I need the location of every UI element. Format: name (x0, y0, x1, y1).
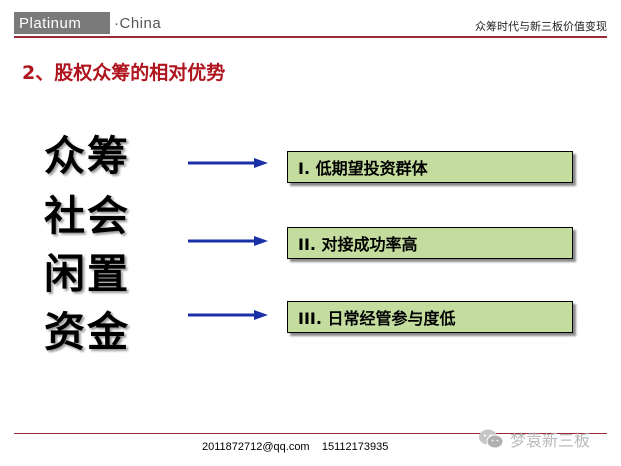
logo-right-text: ·China (114, 14, 162, 32)
header-tagline: 众筹时代与新三板价值变现 (475, 20, 607, 33)
watermark: 梦袁新三板 (478, 427, 590, 451)
slide-title: 2、股权众筹的相对优势 (22, 62, 226, 84)
footer-phone: 15112173935 (321, 441, 389, 453)
header-divider (14, 36, 607, 38)
advantage-box-3: III. 日常经管参与度低 (287, 301, 573, 333)
footer-divider (14, 433, 607, 434)
wechat-icon (479, 429, 504, 449)
advantage-box-2: II. 对接成功率高 (287, 227, 573, 259)
left-word-1: 众筹 (44, 132, 130, 180)
advantage-box-1: I. 低期望投资群体 (287, 151, 573, 183)
left-word-4: 资金 (44, 308, 130, 356)
arrow-right-icon (188, 158, 268, 168)
watermark-text: 梦袁新三板 (510, 431, 591, 450)
arrow-right-icon (188, 310, 268, 320)
logo-left-text: Platinum (14, 12, 110, 34)
platinum-china-logo: Platinum ·China (14, 12, 190, 34)
left-word-3: 闲置 (44, 250, 130, 298)
footer-email: 2011872712@qq.com (202, 441, 310, 453)
left-word-2: 社会 (44, 192, 130, 240)
arrow-right-icon (188, 236, 268, 246)
footer-contact: 2011872712@qq.com 15112173935 (202, 441, 388, 453)
